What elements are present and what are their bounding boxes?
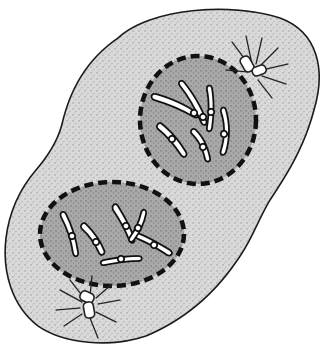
cell-membrane xyxy=(5,9,319,342)
upper-nucleus xyxy=(140,56,256,184)
lower-nucleus xyxy=(40,182,184,286)
